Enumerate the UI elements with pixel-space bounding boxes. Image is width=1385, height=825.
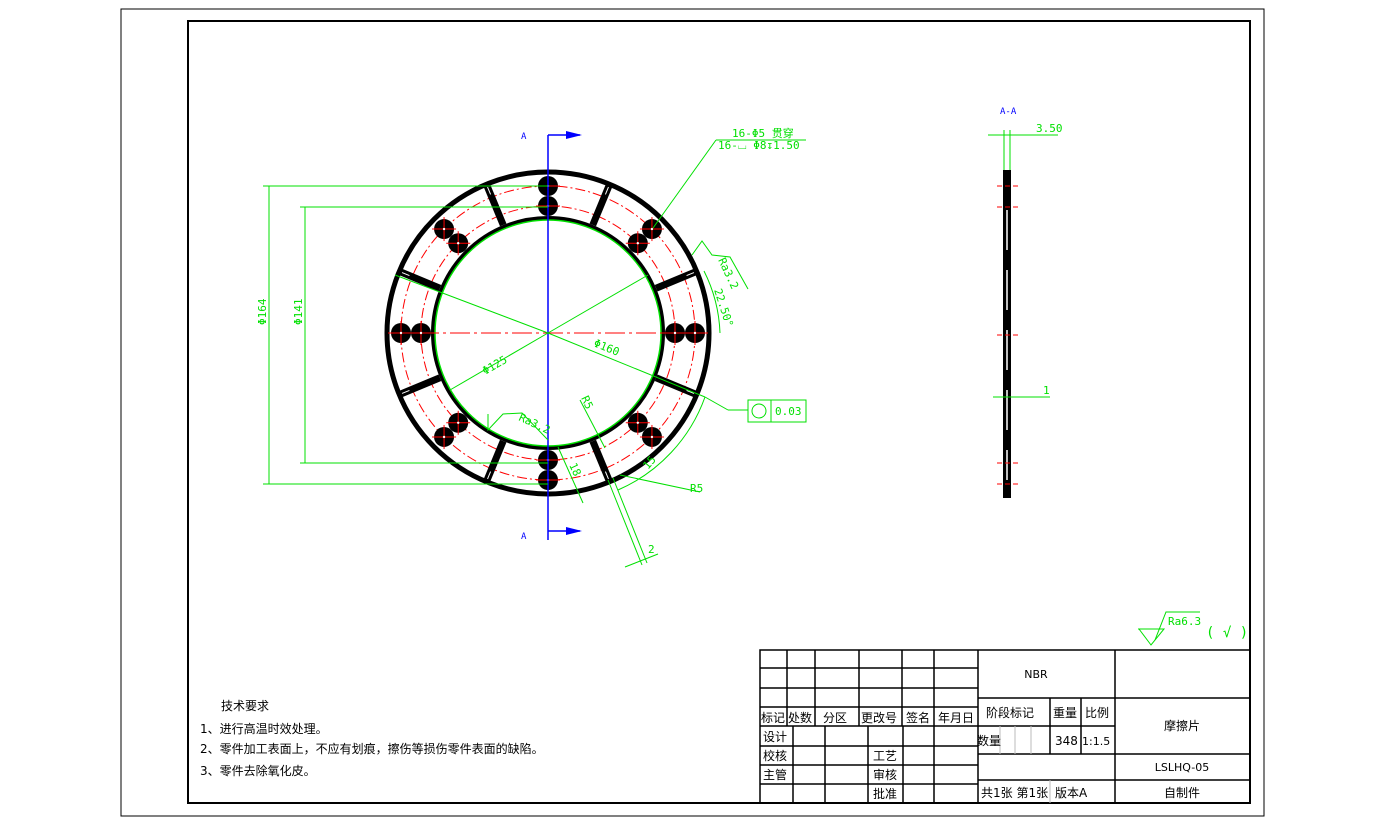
section-view-title: A-A (1000, 107, 1017, 117)
section-label-top: A (521, 132, 527, 142)
spoke-notch (401, 389, 410, 394)
hole-center (693, 331, 697, 335)
design-label: 设计 (763, 730, 787, 744)
spoke-notch (487, 186, 492, 195)
hole-center (650, 435, 654, 439)
dim-141: Φ141 (292, 299, 305, 326)
rev-header-sign: 签名 (906, 710, 930, 725)
dim-outer-diameter: Φ164 (256, 298, 269, 325)
thickness-dim: 3.50 (1036, 122, 1063, 135)
general-roughness: Ra6.3 ( √ ) (1138, 611, 1248, 646)
hole-center (442, 227, 446, 231)
check-label: 校核 (763, 748, 787, 763)
spoke-notch (604, 186, 609, 195)
hole-center (399, 331, 403, 335)
hole-center (673, 331, 677, 335)
dim-1: 1 (1043, 384, 1050, 397)
inner-border (187, 20, 1251, 804)
version: 版本A (1055, 786, 1088, 800)
dim-125: Φ125 (480, 353, 509, 378)
tech-title: 技术要求 (221, 699, 269, 713)
part-name: 摩擦片 (1164, 718, 1200, 733)
roughness-bottom: Ra3.2 (517, 411, 553, 437)
tolerance-value: 0.03 (775, 405, 802, 418)
material: NBR (1024, 668, 1048, 681)
spoke-notch (686, 389, 695, 394)
spoke-notch (401, 272, 410, 277)
stage-mark-label: 阶段标记 (986, 705, 1034, 720)
scale-value: 1:1.5 (1082, 735, 1110, 748)
rev-header-mark: 标记 (761, 711, 785, 725)
drawing-number: LSLHQ-05 (1155, 761, 1209, 774)
tech-requirements: 技术要求 1、进行高温时效处理。 2、零件加工表面上，不应有划痕，擦伤等损伤零件… (200, 699, 544, 778)
hole-center (456, 241, 460, 245)
roughness-right: Ra3.2 (715, 256, 741, 292)
outer-border (120, 8, 1265, 817)
hole-center (442, 435, 446, 439)
dim-15: 15 (640, 453, 658, 472)
weight-label: 重量 (1053, 706, 1077, 720)
roughness-general-suffix: ( √ ) (1206, 625, 1248, 641)
dimensions: Φ164 Φ141 Φ125 Φ160 16-Φ5 贯穿 16-⌴ Φ8↧1.5… (256, 126, 807, 568)
dim-160: Φ160 (592, 337, 621, 359)
hole-center (636, 421, 640, 425)
hole-center (456, 421, 460, 425)
rev-header-change: 更改号 (861, 711, 897, 725)
hole-center (650, 227, 654, 231)
roughness-general: Ra6.3 (1168, 615, 1201, 628)
spoke-notch (487, 471, 492, 480)
title-block: 标记 处数 分区 更改号 签名 年月日 设计 校核 主管 工艺 审核 批准 NB… (759, 649, 1251, 804)
hole-center (419, 331, 423, 335)
tech-item-2: 2、零件加工表面上，不应有划痕，擦伤等损伤零件表面的缺陷。 (200, 741, 544, 756)
review-label: 审核 (873, 767, 897, 782)
rev-header-zone: 分区 (823, 711, 847, 725)
weight-value: 348 (1055, 734, 1078, 748)
hole-note-through: 16-Φ5 贯穿 (732, 126, 794, 140)
sheet-count: 共1张 第1张 (981, 786, 1048, 800)
supervisor-label: 主管 (763, 767, 787, 782)
dim-2: 2 (648, 543, 655, 556)
tech-item-3: 3、零件去除氧化皮。 (200, 763, 316, 778)
hole-note-counterbore: 16-⌴ Φ8↧1.50 (718, 139, 800, 152)
radius-r5-bottom: R5 (690, 482, 703, 495)
radius-r5-top: R5 (578, 394, 595, 412)
rev-header-date: 年月日 (938, 711, 974, 725)
section-marker-top: A A (521, 131, 582, 542)
scale-label: 比例 (1085, 706, 1109, 720)
process-label: 工艺 (873, 749, 897, 763)
dim-18: 18 (566, 461, 583, 479)
approve-label: 批准 (873, 786, 897, 801)
section-view: A-A 3.50 1 (988, 107, 1063, 498)
quantity-label: 数量 (977, 733, 1001, 748)
section-label-bottom: A (521, 532, 527, 542)
angle-dim: 22.50° (711, 287, 736, 329)
spoke-notch (604, 471, 609, 480)
make-type: 自制件 (1164, 786, 1200, 800)
hole-center (636, 241, 640, 245)
rev-header-count: 处数 (788, 710, 812, 725)
spoke-notch (686, 272, 695, 277)
tech-item-1: 1、进行高温时效处理。 (200, 721, 328, 736)
